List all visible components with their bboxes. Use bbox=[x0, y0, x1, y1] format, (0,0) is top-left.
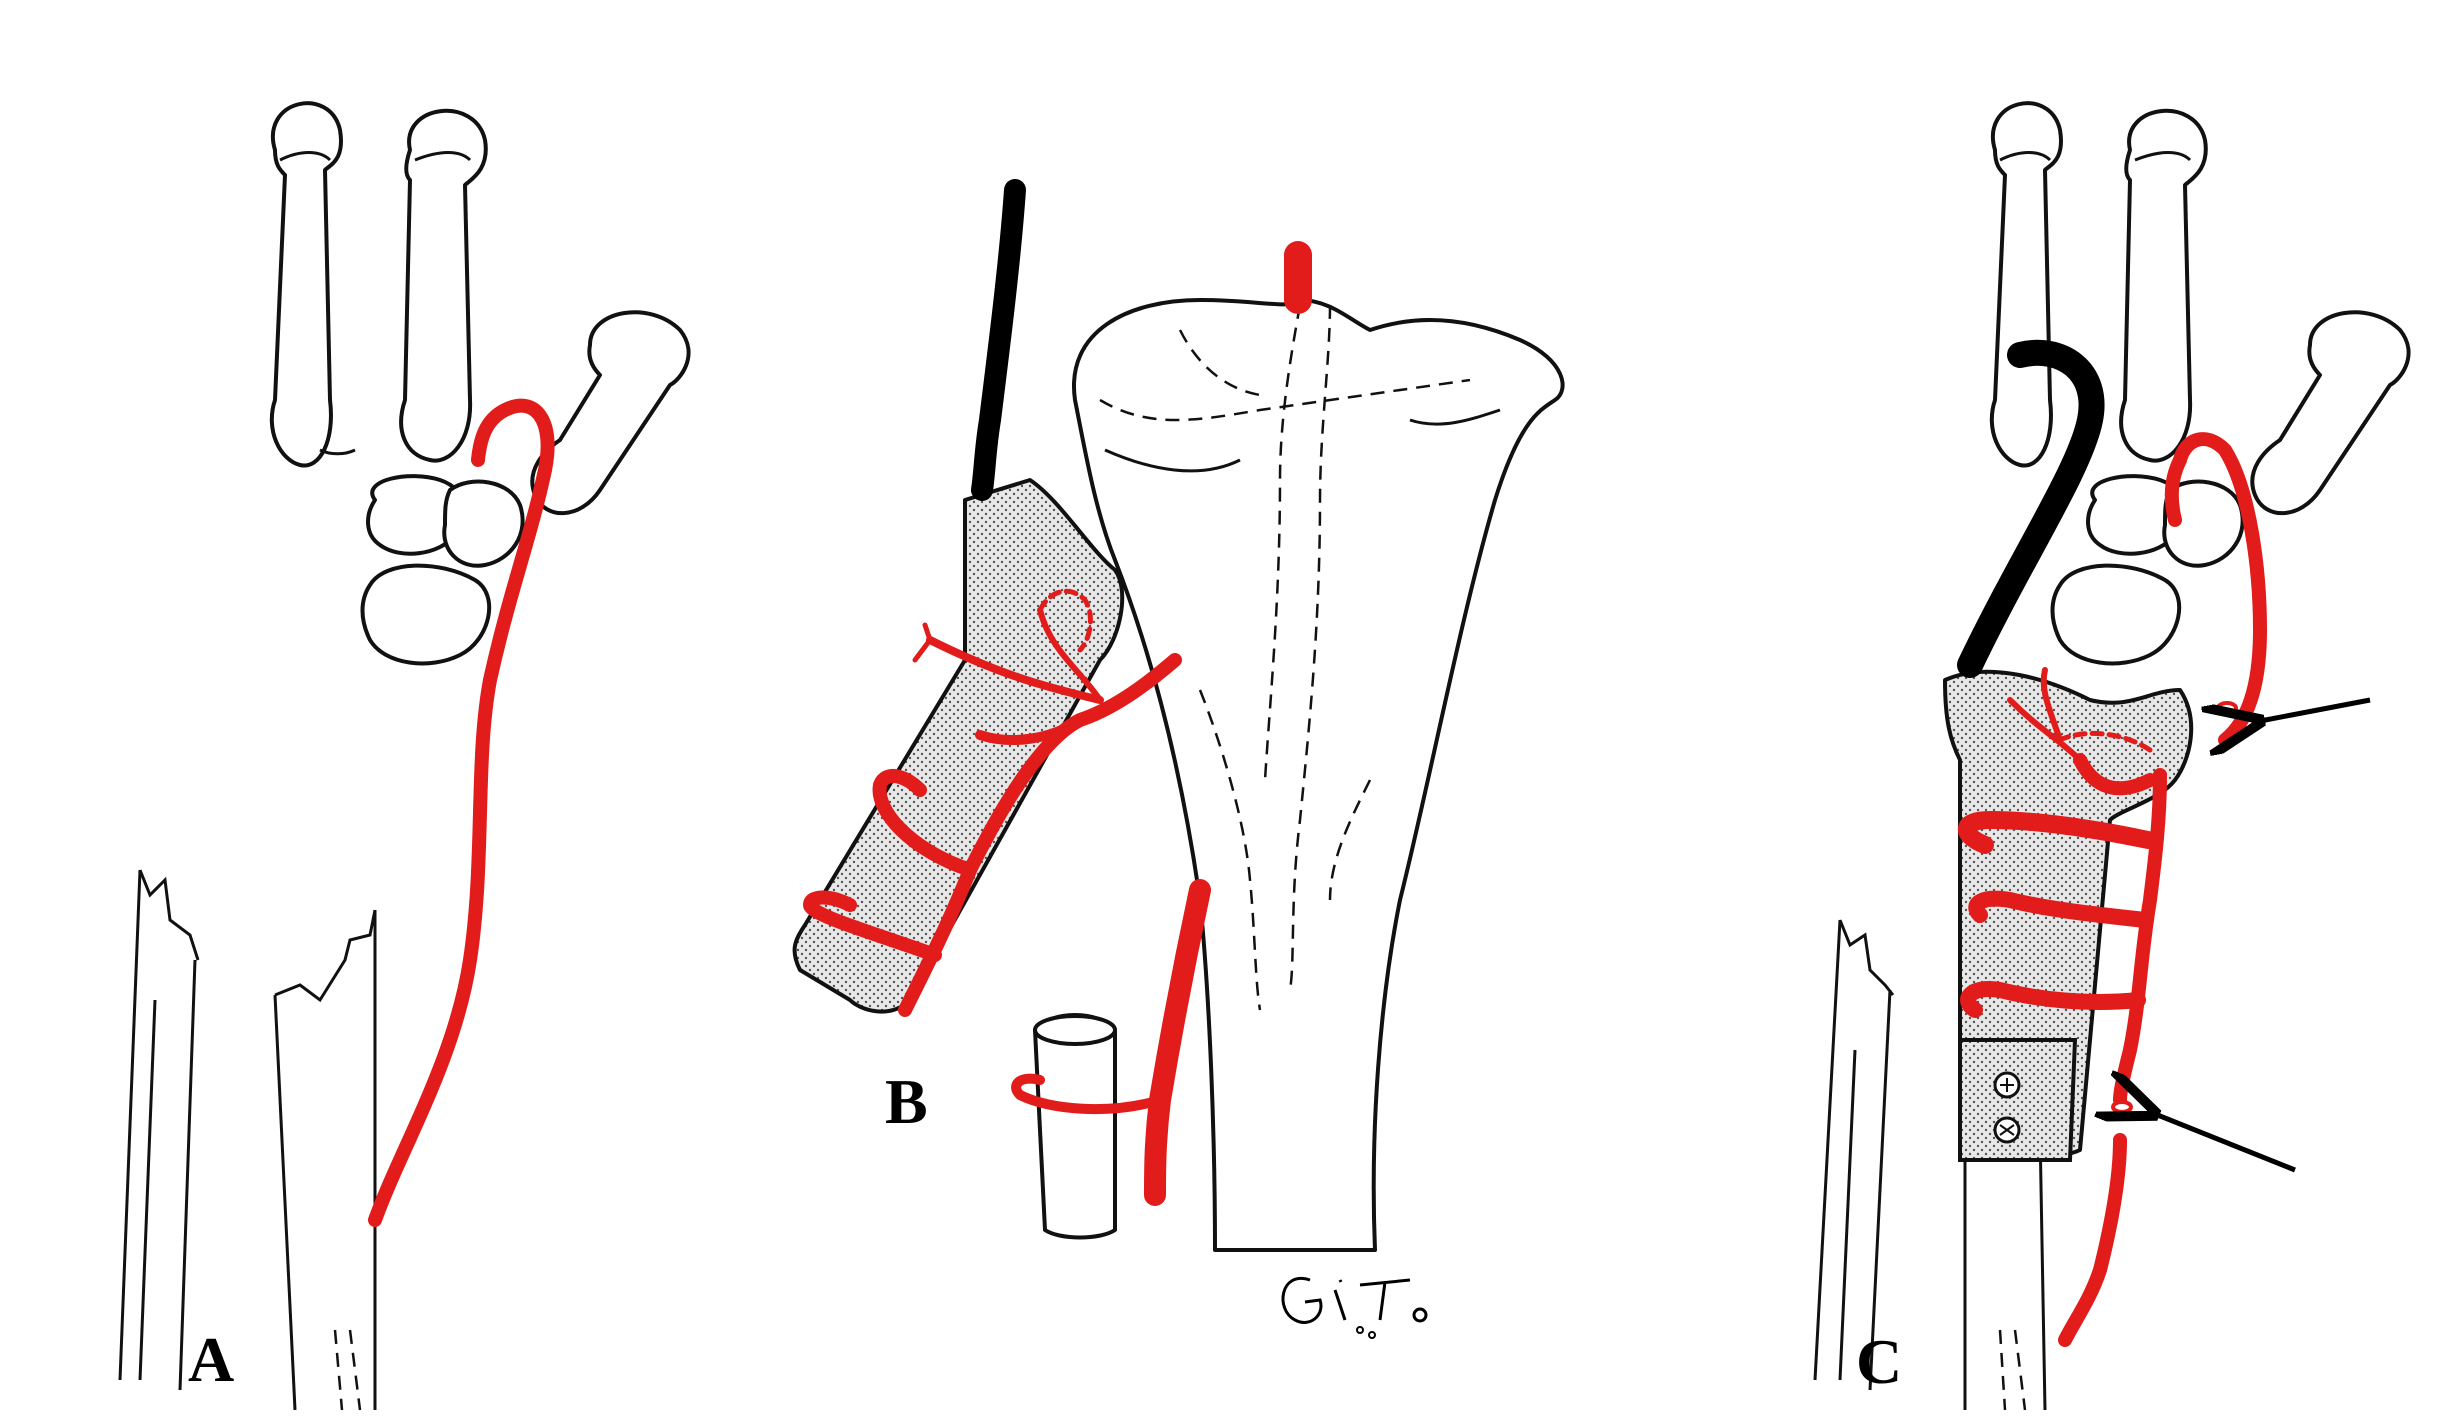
graft-stump-c bbox=[1957, 339, 2105, 678]
panel-label-c: C bbox=[1856, 1326, 1903, 1397]
graft-stump-b bbox=[971, 179, 1026, 501]
vessel-a bbox=[368, 398, 555, 1227]
vessels-b bbox=[803, 241, 1312, 1206]
panel-c bbox=[1813, 101, 2411, 1411]
fibula-stump-b bbox=[1033, 1013, 1117, 1240]
panel-label-b: B bbox=[885, 1066, 928, 1137]
forearm-stumps-a bbox=[118, 869, 377, 1411]
panel-label-a: A bbox=[188, 1324, 235, 1395]
finger-bones-a bbox=[269, 101, 691, 666]
artist-signature bbox=[1281, 1276, 1428, 1339]
forearm-stumps-c bbox=[1813, 919, 2047, 1411]
panel-b bbox=[792, 179, 1565, 1252]
finger-bones-c bbox=[1989, 101, 2411, 666]
arrow-upper bbox=[2255, 697, 2371, 722]
fixation-plate-c bbox=[1958, 1038, 2078, 1162]
arrows-c bbox=[2150, 697, 2371, 1173]
arrow-lower bbox=[2150, 1112, 2296, 1173]
panel-a bbox=[118, 101, 691, 1411]
bone-graft-b bbox=[792, 478, 1125, 1014]
